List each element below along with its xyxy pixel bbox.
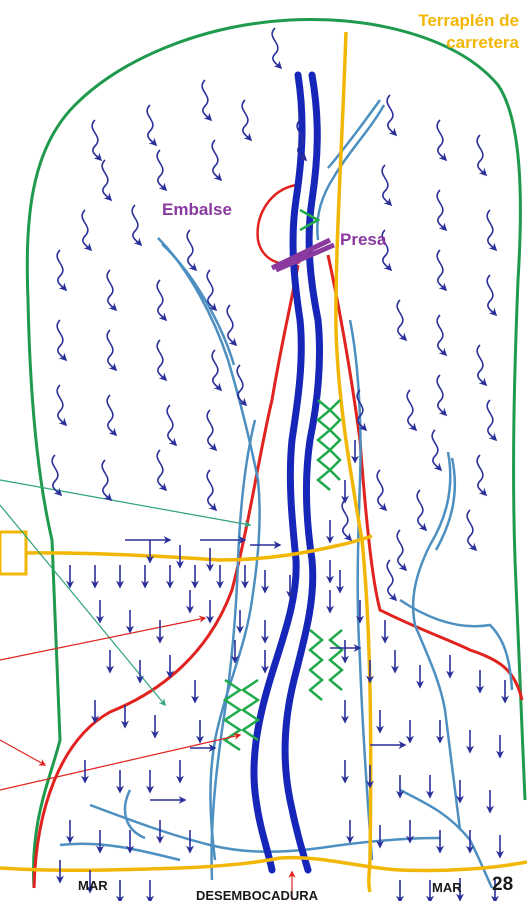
runoff-arrow-icon [477,455,486,495]
runoff-arrows [52,28,505,901]
road-box-icon [0,532,26,574]
reservoir-label: Embalse [162,200,232,220]
runoff-arrow-icon [382,165,391,205]
sea-left-label: MAR [78,878,108,893]
runoff-arrow-icon [167,405,176,445]
runoff-arrow-icon [227,305,236,345]
runoff-arrow-icon [157,450,166,490]
runoff-arrow-icon [397,530,406,570]
road-label: Terraplén de carretera [418,10,519,54]
runoff-arrow-icon [437,250,446,290]
runoff-arrow-icon [437,315,446,355]
runoff-arrow-icon [377,470,386,510]
runoff-arrow-icon [107,330,116,370]
runoff-arrow-icon [432,430,441,470]
runoff-arrow-icon [57,320,66,360]
runoff-arrow-icon [207,470,216,510]
runoff-arrow-icon [487,400,496,440]
runoff-arrow-icon [417,490,426,530]
runoff-arrow-icon [147,105,156,145]
runoff-arrow-icon [157,280,166,320]
road-embankment [0,32,527,892]
runoff-arrow-icon [242,100,251,140]
runoff-arrow-icon [272,28,281,68]
runoff-arrow-icon [52,455,61,495]
runoff-arrow-icon [157,340,166,380]
runoff-arrow-icon [57,385,66,425]
runoff-arrow-icon [487,275,496,315]
main-river [254,75,320,870]
road-label-line1: Terraplén de [418,10,519,32]
runoff-arrow-icon [107,395,116,435]
runoff-arrow-icon [342,500,351,540]
runoff-arrow-icon [437,190,446,230]
runoff-arrow-icon [132,205,141,245]
runoff-arrow-icon [207,410,216,450]
runoff-arrow-icon [202,80,211,120]
runoff-arrow-icon [437,120,446,160]
runoff-arrow-icon [387,95,396,135]
page-number: 28 [492,874,513,896]
runoff-arrow-icon [387,560,396,600]
runoff-arrow-icon [92,120,101,160]
dam [272,240,334,270]
runoff-arrow-icon [467,510,476,550]
road-label-line2: carretera [418,32,519,54]
sea-right-label: MAR [432,880,462,895]
runoff-arrow-icon [487,210,496,250]
runoff-arrow-icon [437,375,446,415]
runoff-arrow-icon [107,270,116,310]
sediment-bars [225,210,342,750]
flood-boundary-right [328,255,522,700]
runoff-arrow-icon [477,345,486,385]
dam-label: Presa [340,230,386,250]
runoff-arrow-icon [212,140,221,180]
runoff-arrow-icon [57,250,66,290]
runoff-arrow-icon [102,160,111,200]
runoff-arrow-icon [477,135,486,175]
runoff-arrow-icon [212,350,221,390]
pointer-lines [0,480,292,900]
runoff-arrow-icon [157,150,166,190]
runoff-arrow-icon [102,460,111,500]
runoff-arrow-icon [407,390,416,430]
runoff-arrow-icon [397,300,406,340]
runoff-arrow-icon [187,230,196,270]
runoff-arrow-icon [82,210,91,250]
